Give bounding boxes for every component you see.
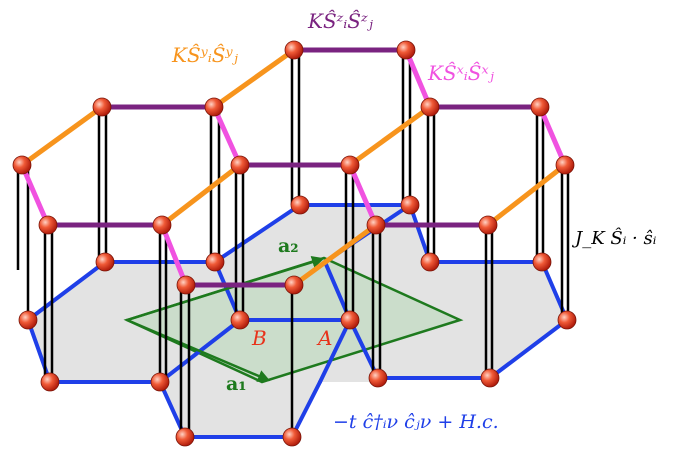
electron-site (205, 252, 225, 272)
a1-arrow (126, 318, 271, 382)
kitaev-z-bonds (45, 47, 543, 288)
kondo-coupling-label: J_K Ŝᵢ · ŝᵢ (571, 226, 657, 249)
spin-site (420, 97, 440, 117)
hopping-label: −t ĉ†ᵢν ĉⱼν + H.c. (333, 411, 499, 433)
electron-site (290, 195, 310, 215)
spin-site (555, 155, 575, 175)
spin-site (152, 215, 172, 235)
electron-site (480, 368, 500, 388)
electron-site (40, 372, 60, 392)
spin-site (284, 40, 304, 60)
electron-site (368, 368, 388, 388)
a1-label: a₁ (226, 373, 247, 395)
spin-site (204, 97, 224, 117)
spin-site (396, 40, 416, 60)
kitaev-y-label: KŜʸᵢŜʸⱼ (171, 42, 239, 67)
spin-sites (12, 40, 575, 295)
electron-site (150, 372, 170, 392)
electron-site (532, 252, 552, 272)
kitaev-x-bonds (19, 47, 568, 288)
spin-site (230, 155, 250, 175)
a2-label: a₂ (278, 235, 299, 257)
kitaev-y-bonds (19, 47, 568, 288)
electron-site (282, 427, 302, 447)
spin-site (530, 97, 550, 117)
spin-site (92, 97, 112, 117)
spin-site (478, 215, 498, 235)
electron-site (557, 310, 577, 330)
electron-site (230, 310, 250, 330)
sublattice-b-label: B (251, 326, 267, 350)
sublattice-a-label: A (316, 326, 332, 350)
electron-site (340, 310, 360, 330)
spin-site (366, 215, 386, 235)
electron-site (18, 310, 38, 330)
kitaev-x-label: KŜˣᵢŜˣⱼ (427, 60, 495, 85)
electron-site (420, 252, 440, 272)
electron-site (175, 427, 195, 447)
kitaev-z-label: KŜᶻᵢŜᶻⱼ (307, 8, 374, 33)
spin-site (38, 215, 58, 235)
spin-site (340, 155, 360, 175)
electron-site (95, 252, 115, 272)
electron-site (400, 195, 420, 215)
spin-site (284, 275, 304, 295)
spin-site (176, 275, 196, 295)
electron-sites (18, 195, 577, 447)
spin-site (12, 155, 32, 175)
